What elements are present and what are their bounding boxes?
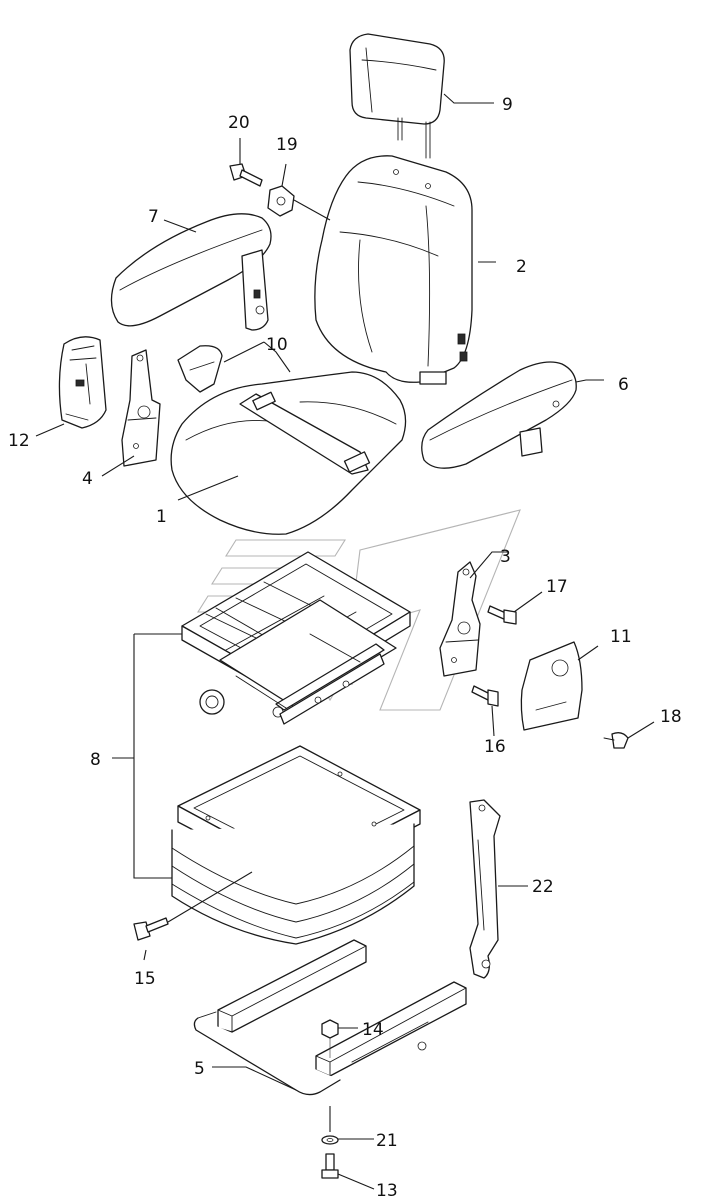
callout-22: 22: [532, 877, 554, 897]
callout-3: 3: [500, 547, 511, 567]
seat-cushion: [170, 371, 407, 535]
bolt-16: [471, 685, 499, 707]
callout-6: 6: [618, 375, 629, 395]
callout-1: 1: [156, 507, 167, 527]
callout-11: 11: [610, 627, 632, 647]
callout-17: 17: [546, 577, 568, 597]
callout-15: 15: [134, 969, 156, 989]
belt-buckle: [177, 345, 223, 393]
seat-rails: [193, 939, 467, 1096]
bracket-22: [469, 799, 501, 979]
callout-19: 19: [276, 135, 298, 155]
recliner-bracket-right: [439, 561, 481, 677]
side-cover: [58, 336, 107, 429]
knob-19: [267, 185, 295, 217]
callout-14: 14: [362, 1020, 384, 1040]
cover-plate: [520, 641, 583, 731]
callout-5: 5: [194, 1059, 205, 1079]
bolt-13: [321, 1153, 339, 1179]
callout-12: 12: [8, 431, 30, 451]
screw-18: [603, 732, 629, 749]
bolt-15: [133, 917, 169, 941]
callout-16: 16: [484, 737, 506, 757]
callout-2: 2: [516, 257, 527, 277]
suspension-mechanism: [181, 551, 411, 725]
callout-18: 18: [660, 707, 682, 727]
headrest: [349, 33, 445, 159]
callout-labels: 1 2 3 4 5 6 7 8 9 10 11 12 13 14 15 16 1…: [8, 95, 682, 1201]
callout-10: 10: [266, 335, 288, 355]
left-armrest: [110, 213, 272, 331]
callout-9: 9: [502, 95, 513, 115]
bolt-17: [487, 605, 517, 625]
right-armrest: [421, 361, 577, 469]
callout-7: 7: [148, 207, 159, 227]
bolt-20: [229, 163, 263, 187]
callout-20: 20: [228, 113, 250, 133]
callout-8: 8: [90, 750, 101, 770]
washer-21: [321, 1135, 339, 1145]
callout-13: 13: [376, 1181, 398, 1201]
callout-21: 21: [376, 1131, 398, 1151]
recliner-bracket-left: [121, 349, 161, 467]
backrest: [314, 155, 473, 385]
callout-4: 4: [82, 469, 93, 489]
nut-14: [321, 1019, 339, 1058]
bellows: [171, 745, 421, 945]
leader-lines: [35, 93, 655, 1190]
